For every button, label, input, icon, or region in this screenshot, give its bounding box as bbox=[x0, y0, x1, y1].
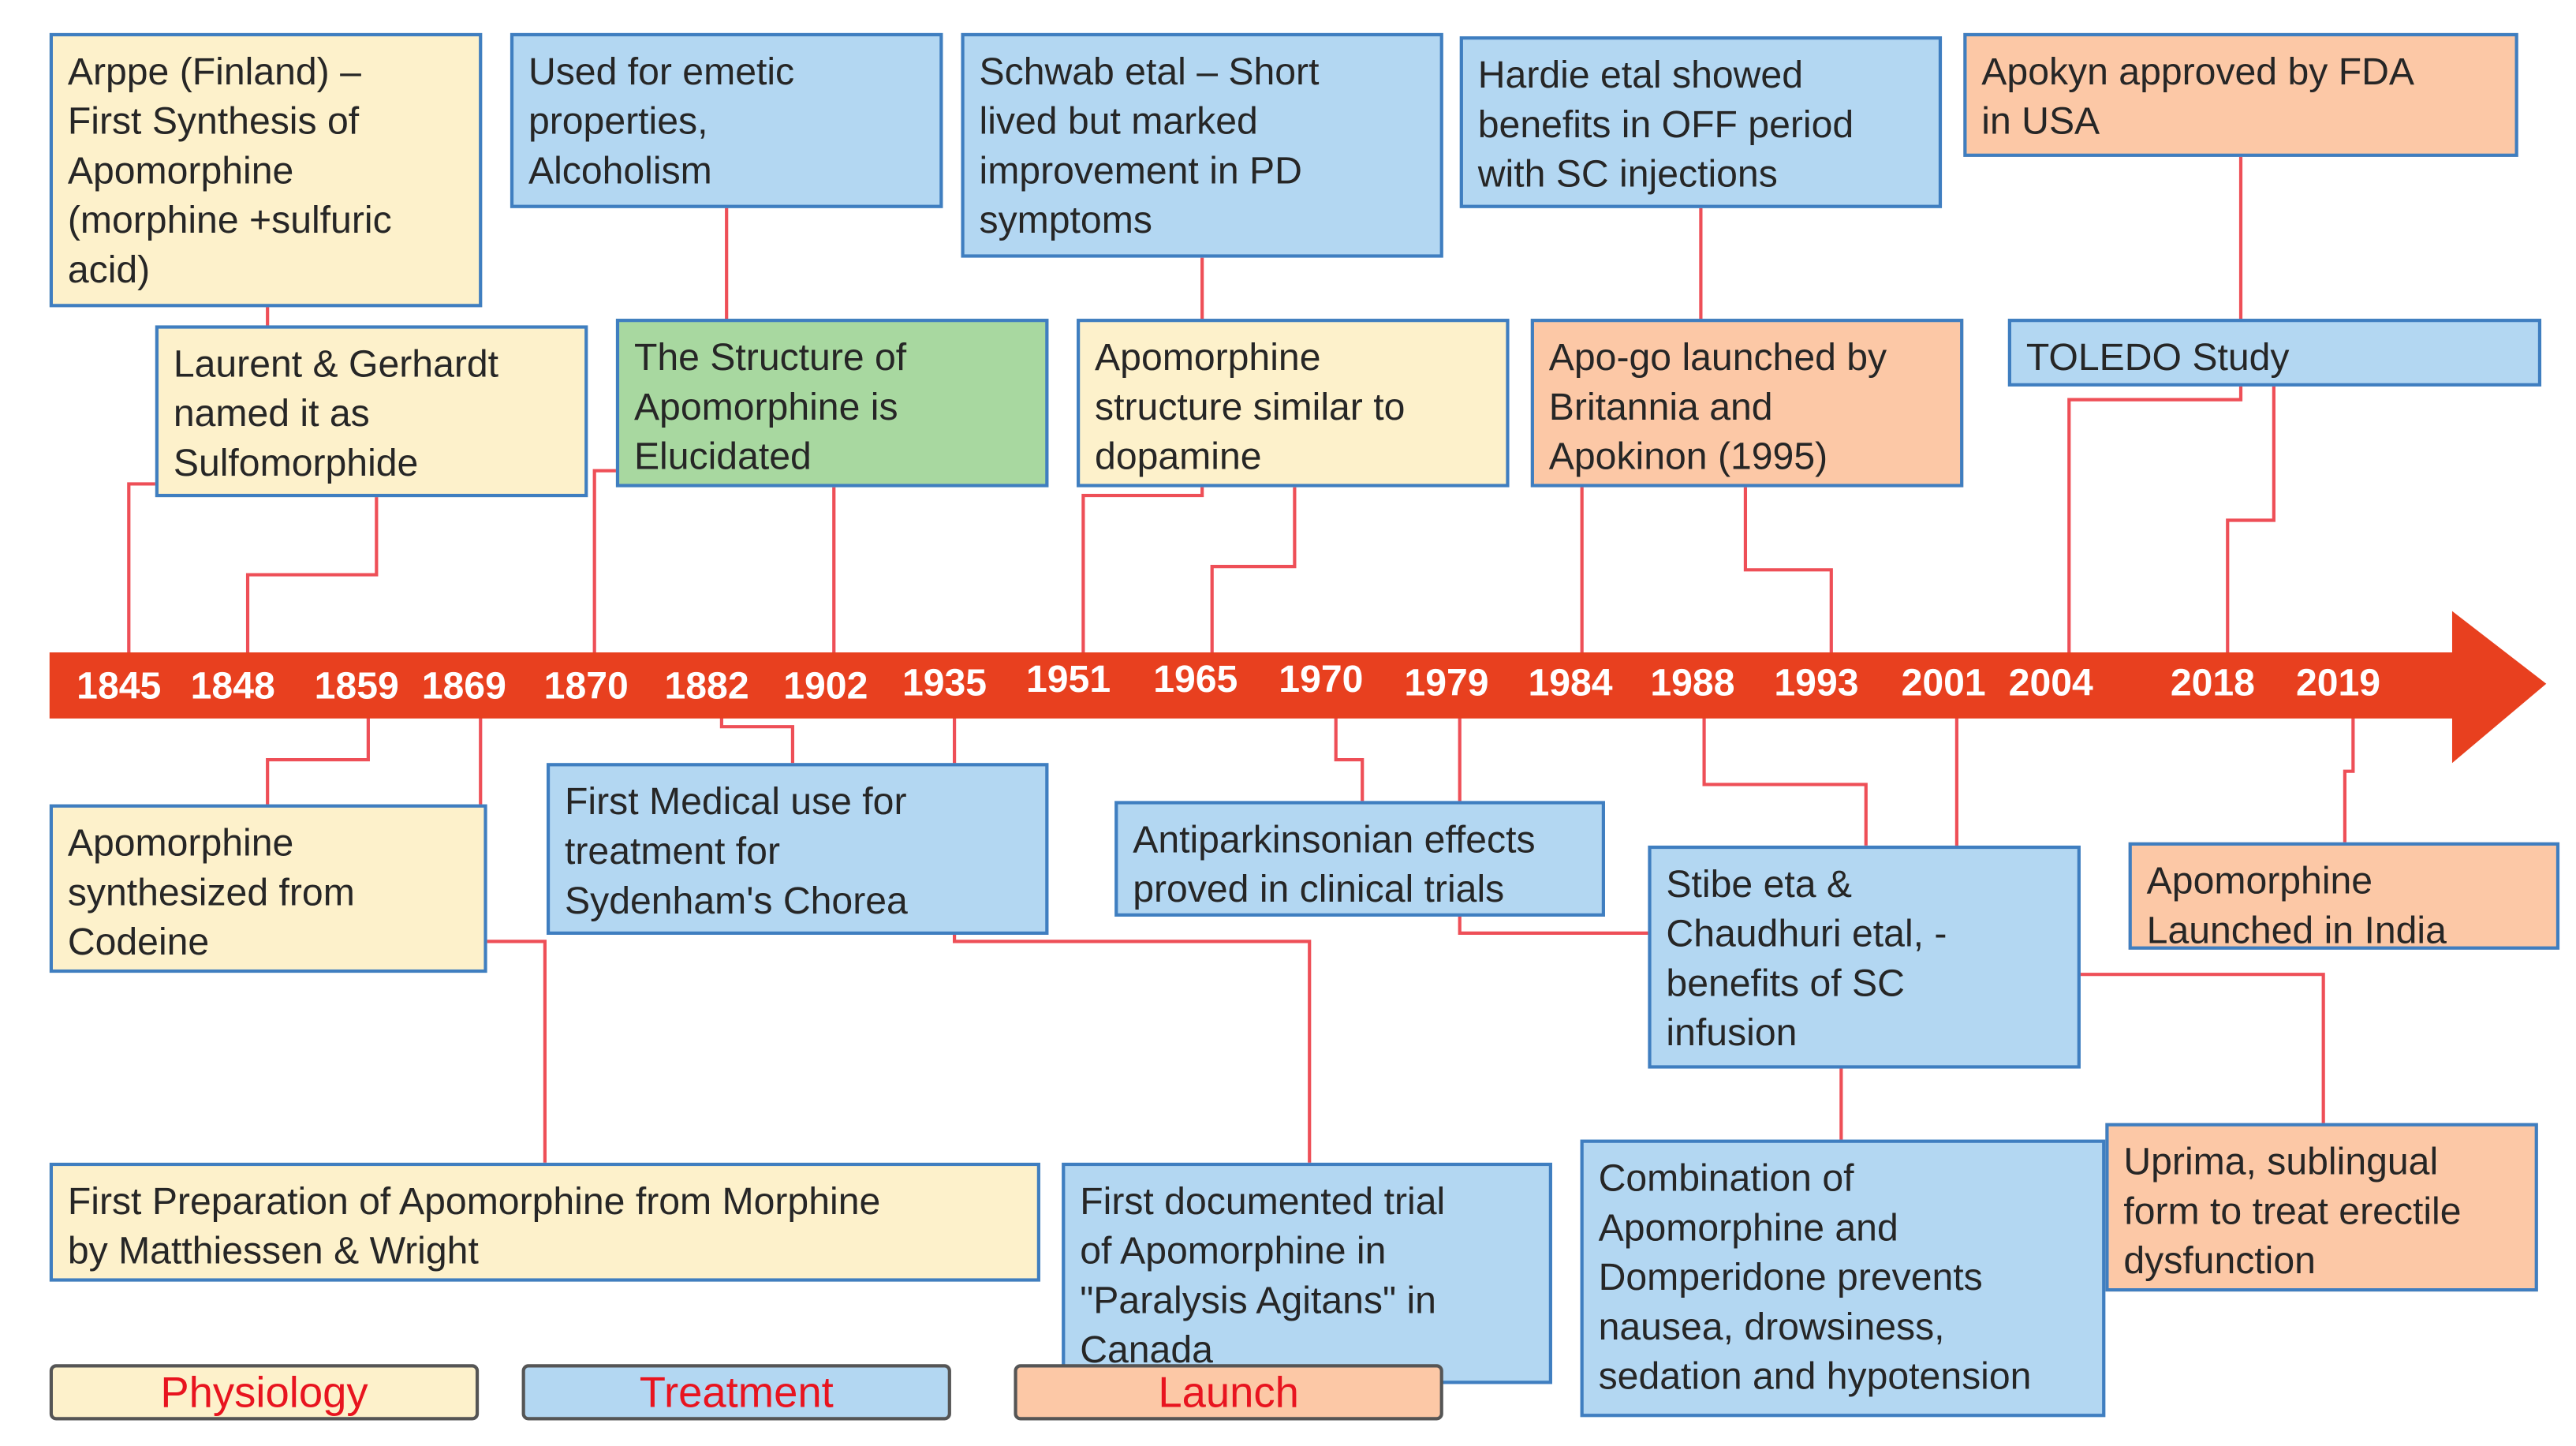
connector-1993 bbox=[1743, 487, 1833, 652]
connector-2019 bbox=[2343, 710, 2355, 843]
connector-2001 bbox=[1954, 710, 2325, 1123]
event-text: First documented trial of Apomorphine in… bbox=[1080, 1179, 1446, 1371]
year-label: 2001 bbox=[1901, 660, 1986, 704]
event-box-emetic: Used for emetic properties, Alcoholism bbox=[510, 32, 943, 208]
event-text: First Preparation of Apomorphine from Mo… bbox=[67, 1179, 881, 1272]
event-box-laurent: Laurent & Gerhardt named it as Sulfomorp… bbox=[155, 325, 588, 498]
event-text: Schwab etal – Short lived but marked imp… bbox=[979, 49, 1320, 241]
event-text: TOLEDO Study bbox=[2025, 334, 2290, 379]
event-text: Apomorphine structure similar to dopamin… bbox=[1095, 334, 1406, 478]
connector-2004 bbox=[2067, 156, 2243, 652]
event-text: Apomorphine Launched in India bbox=[2146, 858, 2447, 950]
event-text: First Medical use for treatment for Syde… bbox=[565, 779, 908, 922]
event-text: Laurent & Gerhardt named it as Sulfomorp… bbox=[173, 342, 499, 484]
connector-1988 bbox=[1702, 710, 1868, 846]
year-label: 1979 bbox=[1404, 660, 1489, 704]
event-box-antiparkinsonian: Antiparkinsonian effects proved in clini… bbox=[1114, 801, 1605, 917]
event-text: Antiparkinsonian effects proved in clini… bbox=[1133, 817, 1536, 910]
legend-physiology: Physiology bbox=[49, 1364, 480, 1421]
year-label: 2004 bbox=[2008, 660, 2093, 704]
event-text: Apomorphine synthesized from Codeine bbox=[67, 820, 355, 963]
year-label: 1859 bbox=[314, 663, 399, 708]
event-text: The Structure of Apomorphine is Elucidat… bbox=[633, 334, 907, 478]
event-box-stibe: Stibe eta & Chaudhuri etal, - benefits o… bbox=[1648, 845, 2081, 1069]
event-box-codeine: Apomorphine synthesized from Codeine bbox=[49, 804, 487, 973]
event-box-matthiessen: First Preparation of Apomorphine from Mo… bbox=[49, 1162, 1040, 1282]
connector-2018 bbox=[2226, 386, 2275, 652]
year-label: 1984 bbox=[1528, 660, 1613, 704]
event-box-india: Apomorphine Launched in India bbox=[2128, 842, 2560, 950]
event-text: Apo-go launched by Britannia and Apokino… bbox=[1548, 334, 1887, 478]
event-text: Used for emetic properties, Alcoholism bbox=[528, 49, 795, 192]
event-box-canada: First documented trial of Apomorphine in… bbox=[1062, 1162, 1552, 1384]
year-label: 1845 bbox=[77, 663, 162, 708]
event-box-schwab: Schwab etal – Short lived but marked imp… bbox=[961, 32, 1443, 258]
event-box-arppe: Arppe (Finland) – First Synthesis of Apo… bbox=[49, 32, 483, 308]
legend-treatment: Treatment bbox=[521, 1364, 951, 1421]
event-box-apokyn: Apokyn approved by FDA in USA bbox=[1963, 32, 2518, 157]
event-text: Apokyn approved by FDA in USA bbox=[1981, 49, 2415, 143]
year-label: 2018 bbox=[2170, 660, 2255, 704]
event-box-chorea: First Medical use for treatment for Syde… bbox=[546, 763, 1049, 935]
year-label: 1970 bbox=[1279, 657, 1364, 701]
connector-1970 bbox=[1334, 710, 1365, 801]
event-box-toledo: TOLEDO Study bbox=[2007, 319, 2542, 387]
event-box-dopamine: Apomorphine structure similar to dopamin… bbox=[1077, 319, 1510, 488]
event-text: Arppe (Finland) – First Synthesis of Apo… bbox=[67, 49, 392, 291]
event-box-hardie: Hardie etal showed benefits in OFF perio… bbox=[1459, 36, 1943, 208]
event-text: Combination of Apomorphine and Domperido… bbox=[1598, 1156, 2032, 1398]
year-label: 1935 bbox=[902, 660, 987, 704]
year-label: 1993 bbox=[1774, 660, 1859, 704]
event-text: Uprima, sublingual form to treat erectil… bbox=[2123, 1139, 2462, 1282]
year-label: 1869 bbox=[421, 663, 506, 708]
year-label: 1951 bbox=[1025, 657, 1111, 701]
event-box-domperidone: Combination of Apomorphine and Domperido… bbox=[1580, 1139, 2106, 1418]
event-box-apogo: Apo-go launched by Britannia and Apokino… bbox=[1530, 319, 1964, 488]
event-text: Hardie etal showed benefits in OFF perio… bbox=[1477, 52, 1854, 196]
year-label: 1870 bbox=[543, 663, 629, 708]
year-label: 1965 bbox=[1153, 657, 1238, 701]
year-label: 1902 bbox=[783, 663, 868, 708]
connector-1965 bbox=[1210, 487, 1297, 652]
event-text: Stibe eta & Chaudhuri etal, - benefits o… bbox=[1666, 861, 1947, 1054]
legend-launch: Launch bbox=[1014, 1364, 1443, 1421]
year-label: 1848 bbox=[190, 663, 275, 708]
connector-1859 bbox=[266, 710, 370, 805]
year-label: 1882 bbox=[664, 663, 749, 708]
connector-1979 bbox=[1458, 710, 1662, 935]
event-box-structure: The Structure of Apomorphine is Elucidat… bbox=[615, 319, 1049, 488]
connector-1848 bbox=[245, 495, 379, 652]
year-label: 2019 bbox=[2295, 660, 2381, 704]
year-label: 1988 bbox=[1650, 660, 1735, 704]
event-box-uprima: Uprima, sublingual form to treat erectil… bbox=[2105, 1123, 2538, 1292]
